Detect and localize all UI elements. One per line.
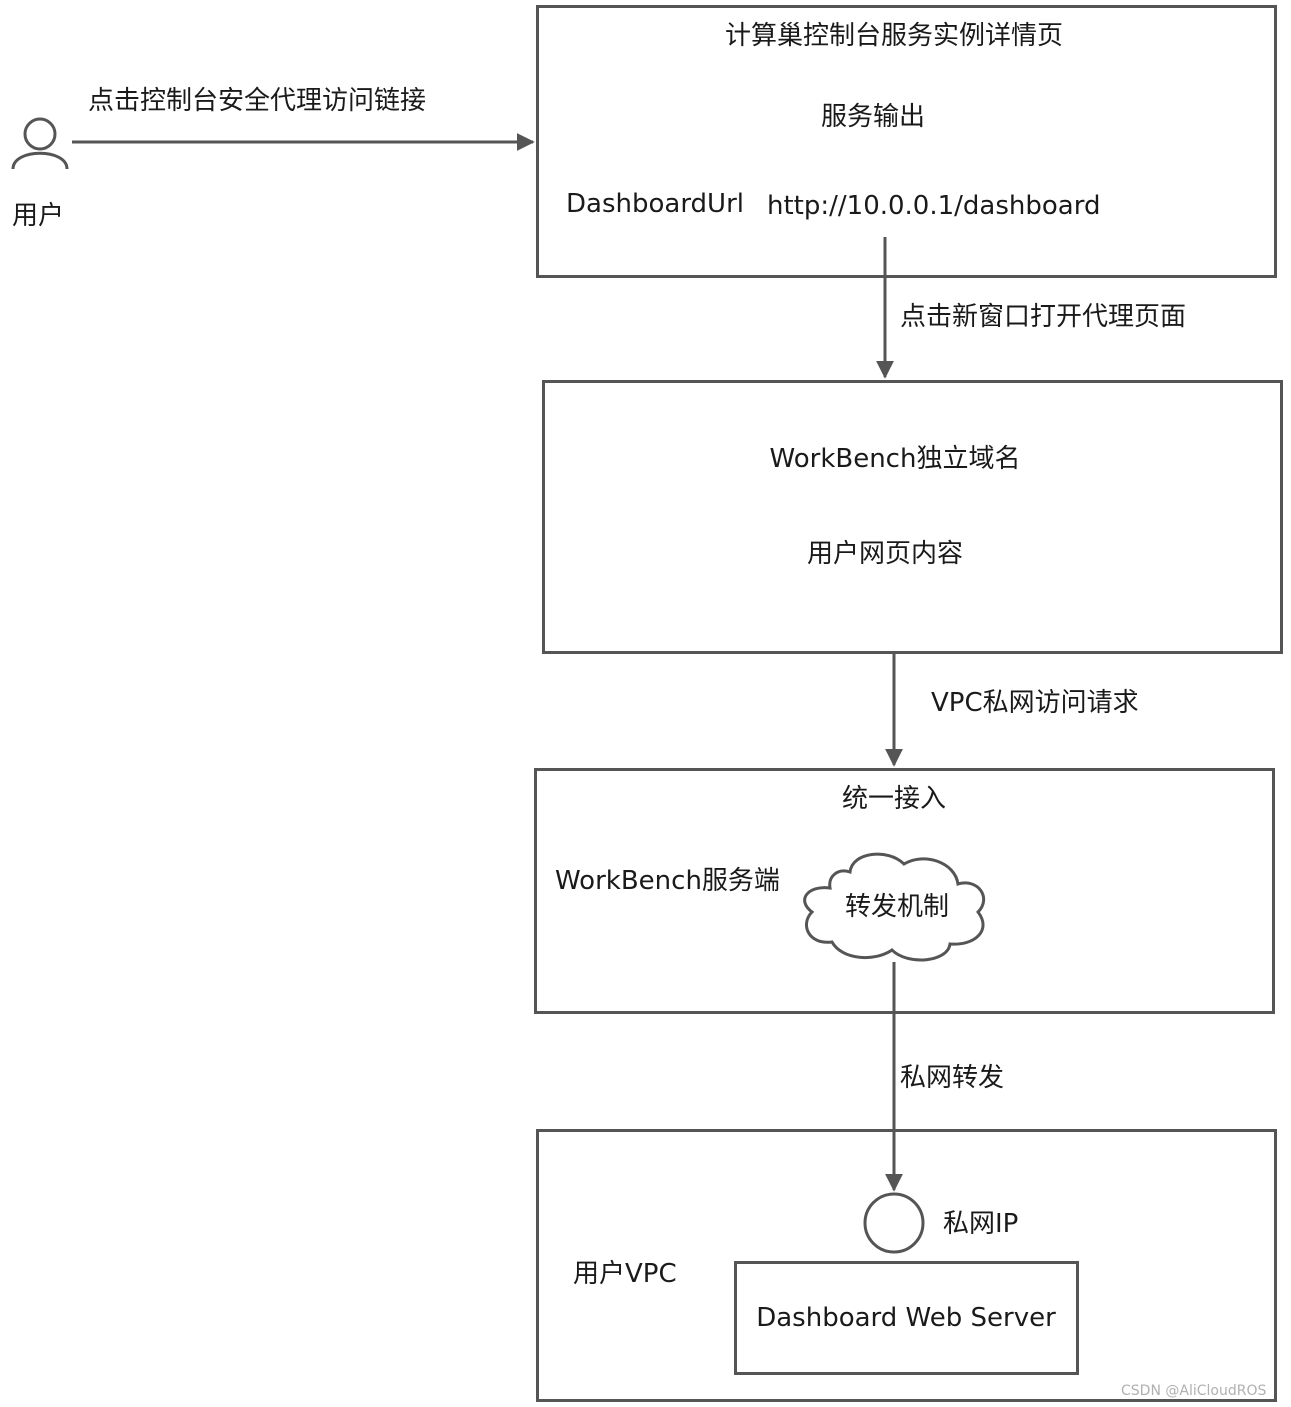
private-ip-circle [863, 1192, 925, 1254]
console-box-section: 服务输出 [820, 102, 926, 132]
workbench-domain-box [542, 380, 1283, 654]
dashboard-server-box [734, 1261, 1079, 1375]
console-detail-box [536, 5, 1277, 278]
watermark: CSDN @AliCloudROS [1121, 1383, 1267, 1399]
edge-label-workbench-to-access: VPC私网访问请求 [931, 688, 1139, 718]
edge-label-access-to-vpc: 私网转发 [900, 1063, 1005, 1093]
workbench-server-label: WorkBench服务端 [555, 866, 780, 896]
workbench-box-content: 用户网页内容 [806, 539, 964, 569]
workbench-box-title: WorkBench独立域名 [769, 444, 1021, 474]
dashboard-url-key: DashboardUrl [566, 189, 745, 219]
user-icon [11, 117, 69, 170]
forwarding-mechanism-label: 转发机制 [844, 892, 950, 922]
user-vpc-label: 用户VPC [573, 1259, 677, 1289]
edge-label-console-to-workbench: 点击新窗口打开代理页面 [900, 302, 1187, 332]
access-box-title: 统一接入 [841, 784, 947, 814]
edge-label-user-to-console: 点击控制台安全代理访问链接 [88, 86, 427, 116]
private-ip-label: 私网IP [943, 1209, 1019, 1239]
console-box-title: 计算巢控制台服务实例详情页 [724, 21, 1064, 51]
dashboard-url-value[interactable]: http://10.0.0.1/dashboard [767, 191, 1101, 221]
user-label: 用户 [12, 201, 65, 231]
forwarding-cloud-icon [803, 852, 985, 962]
dashboard-web-server-label: Dashboard Web Server [756, 1303, 1056, 1333]
